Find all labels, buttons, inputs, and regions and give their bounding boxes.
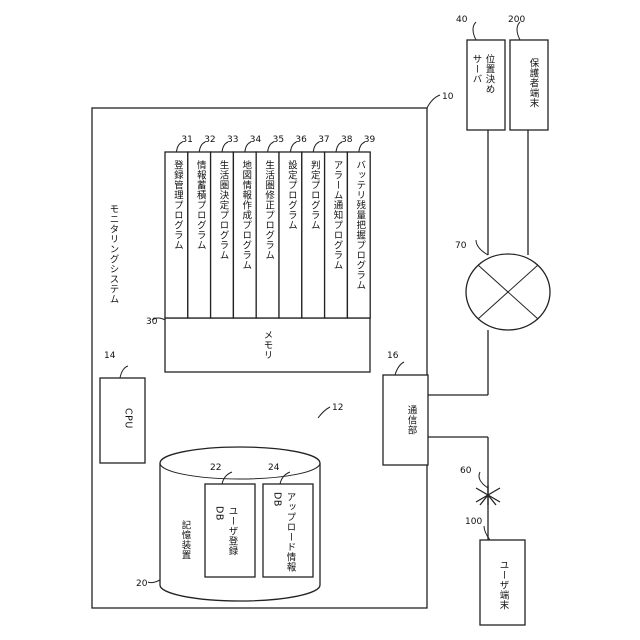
program-ref-34: 34 xyxy=(250,135,262,145)
guardian-terminal: 保護者端末 xyxy=(510,40,548,130)
storage-label: 記憶装置 xyxy=(180,519,192,560)
program-label-37: 判定プログラム xyxy=(309,159,321,230)
ref-storage: 20 xyxy=(136,579,148,589)
program-label-32: 情報蓄積プログラム xyxy=(195,159,207,250)
program-ref-33: 33 xyxy=(227,135,238,145)
storage-device: 記憶装置 ユーザ登録DB アップロード情報DB xyxy=(160,447,320,601)
ref-antenna: 60 xyxy=(460,466,472,476)
cpu-label: CPU xyxy=(123,408,134,429)
program-ref-31: 31 xyxy=(181,135,192,145)
program-label-36: 設定プログラム xyxy=(286,159,298,230)
ref-user-db: 22 xyxy=(210,463,221,473)
network-node xyxy=(466,254,550,330)
program-label-34: 地図情報作成プログラム xyxy=(240,159,252,270)
memory-label: メモリ xyxy=(262,330,273,360)
ref-memory: 30 xyxy=(146,317,158,327)
program-ref-38: 38 xyxy=(341,135,353,145)
memory-block: メモリ xyxy=(165,318,370,372)
program-label-31: 登録管理プログラム xyxy=(172,160,184,250)
ref-bus: 12 xyxy=(332,403,343,413)
program-list: 登録管理プログラム 31 情報蓄積プログラム 32 生活圏決定プログラム 33 地図情報作成… xyxy=(165,135,376,318)
ref-position-server: 40 xyxy=(456,15,468,25)
guardian-terminal-label: 保護者端末 xyxy=(528,57,540,108)
user-terminal: ユーザ端末 xyxy=(480,540,525,625)
position-server: 位置決めサーバ xyxy=(467,40,505,130)
program-ref-39: 39 xyxy=(364,135,376,145)
program-ref-36: 36 xyxy=(295,135,307,145)
system-label: モニタリングシステム xyxy=(108,204,120,304)
ref-guardian-terminal: 200 xyxy=(508,15,525,25)
ref-system: 10 xyxy=(442,92,454,102)
ref-network: 70 xyxy=(455,241,467,251)
program-label-35: 生活圏修正プログラム xyxy=(263,159,275,260)
program-label-39: バッテリ残量把握プログラム xyxy=(354,160,366,290)
program-ref-37: 37 xyxy=(318,135,329,145)
ref-comm: 16 xyxy=(387,351,399,361)
comm-unit-label: 通信部 xyxy=(406,405,418,435)
program-ref-35: 35 xyxy=(273,135,284,145)
cpu-block: CPU xyxy=(100,378,145,463)
program-label-38: アラーム通知プログラム xyxy=(332,160,344,270)
comm-unit-block: 通信部 xyxy=(383,375,428,465)
program-label-33: 生活圏決定プログラム xyxy=(218,159,230,260)
user-terminal-label: ユーザ端末 xyxy=(498,560,510,610)
program-ref-32: 32 xyxy=(204,135,215,145)
ref-user-terminal: 100 xyxy=(465,517,482,527)
ref-cpu: 14 xyxy=(104,351,116,361)
ref-upload-db: 24 xyxy=(268,463,280,473)
